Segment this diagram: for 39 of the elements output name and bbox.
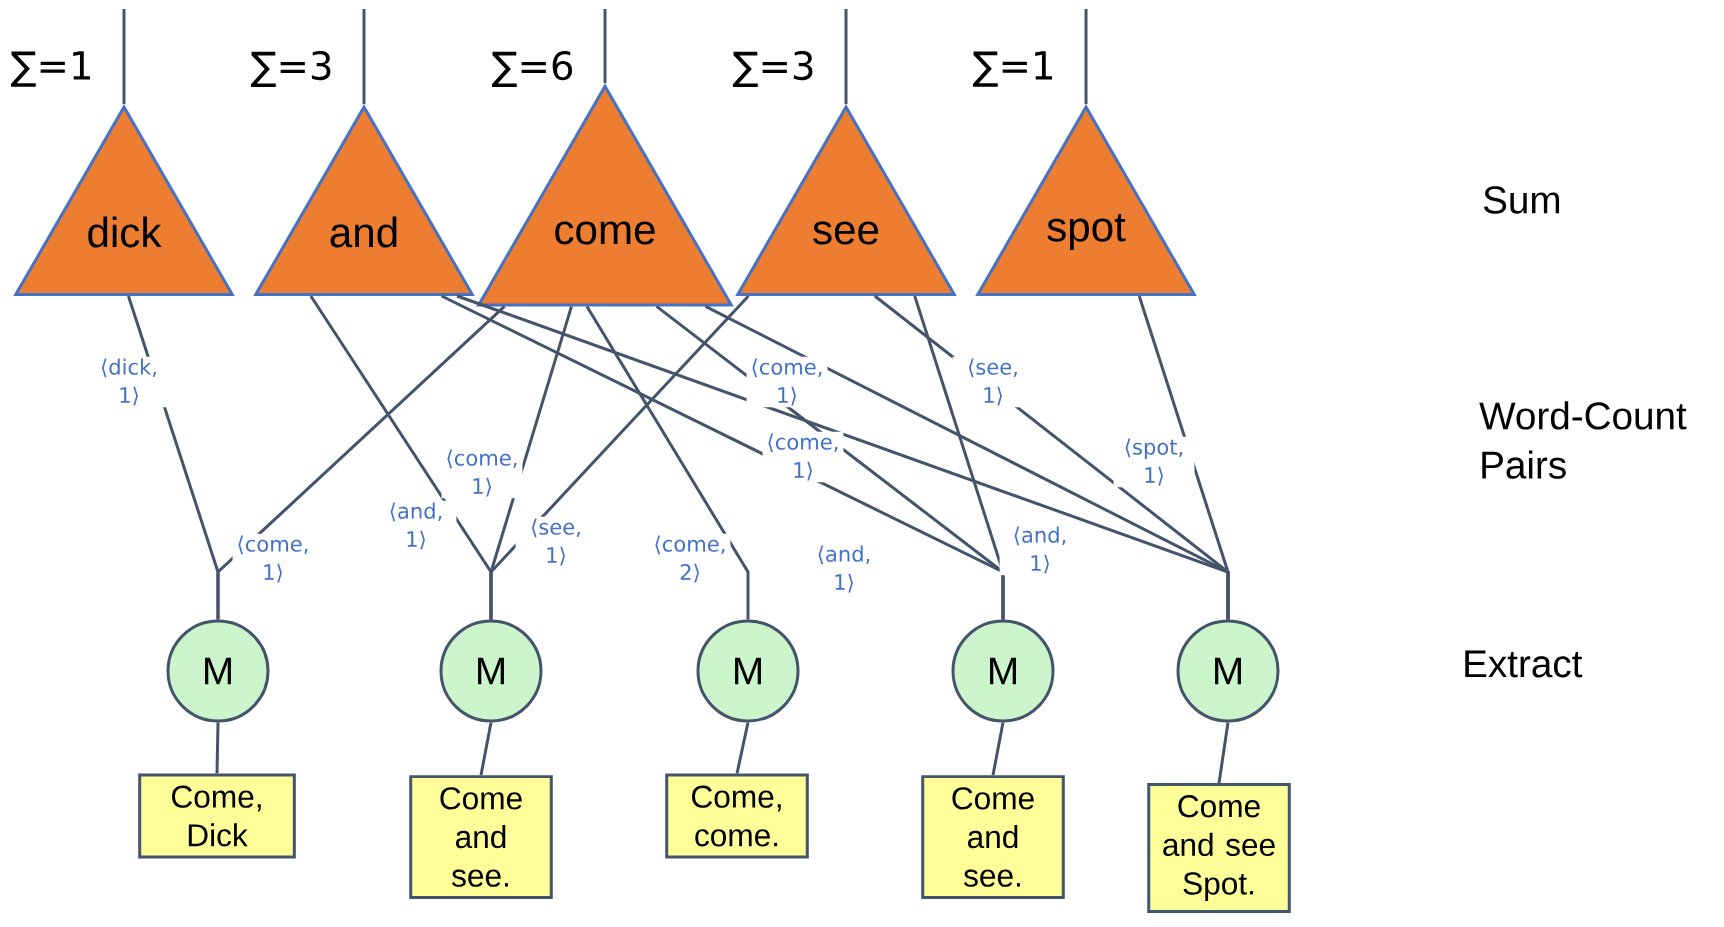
connector-line <box>122 9 126 105</box>
document-box: Come and see. <box>921 775 1065 899</box>
edge-label: ⟨spot, 1⟩ <box>1113 436 1195 488</box>
sum-label: ∑=1 <box>972 51 1052 87</box>
edge-label: ⟨see, 1⟩ <box>952 356 1034 408</box>
edge-label: ⟨come, 1⟩ <box>441 447 523 499</box>
connector-line <box>913 295 1005 620</box>
connector-line <box>1137 295 1230 620</box>
connector-line <box>585 305 750 620</box>
document-box: Come, Dick <box>138 773 296 859</box>
connector-line <box>479 722 493 776</box>
document-box: Come and see. <box>409 775 553 899</box>
document-box: Come, come. <box>665 773 809 859</box>
connector-line <box>991 722 1005 776</box>
edge-label: ⟨come, 1⟩ <box>762 431 844 483</box>
edge-label: ⟨dick, 1⟩ <box>88 356 170 408</box>
connector-line <box>362 9 366 105</box>
connector-line <box>1084 9 1088 105</box>
connector-line <box>603 9 607 84</box>
document-box: Come and see Spot. <box>1147 783 1291 913</box>
edge-label: ⟨and, 1⟩ <box>803 543 885 595</box>
sum-label: ∑=3 <box>732 50 813 88</box>
sum-label: ∑=3 <box>250 50 331 88</box>
connector-line <box>844 9 848 105</box>
connector-line <box>489 294 750 620</box>
edge-label: ⟨come, 1⟩ <box>232 533 314 585</box>
stage-label: Word-Count Pairs <box>1479 401 1687 479</box>
stage-label: Extract <box>1465 650 1583 678</box>
edge-label: ⟨and, 1⟩ <box>999 524 1081 576</box>
sum-label: ∑=1 <box>10 51 90 87</box>
edge-label: ⟨come, 1⟩ <box>746 356 828 408</box>
edge-label: ⟨see, 1⟩ <box>515 516 597 568</box>
stage-label: Sum <box>1483 186 1560 214</box>
connector-line <box>735 722 750 774</box>
edge-label: ⟨come, 2⟩ <box>649 533 731 585</box>
connector-line <box>1217 722 1230 784</box>
connector-line <box>215 722 220 774</box>
connector-line <box>216 305 506 620</box>
edge-label: ⟨and, 1⟩ <box>375 500 457 552</box>
